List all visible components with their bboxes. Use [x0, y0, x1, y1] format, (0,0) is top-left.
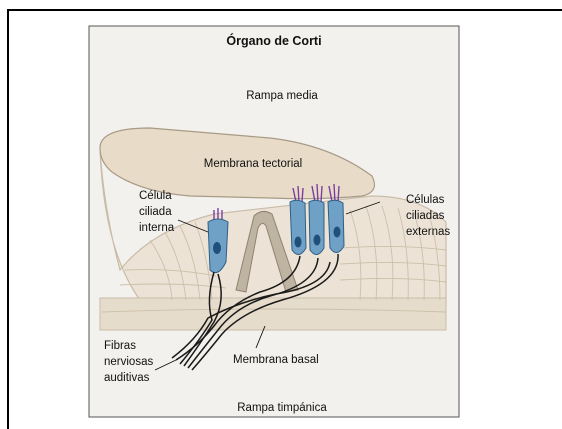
label-celula-ciliada-interna-2: ciliada	[139, 206, 172, 218]
label-fibras-nerviosas-3: auditivas	[104, 372, 150, 384]
inner-hair-cell	[208, 219, 228, 273]
label-fibras-nerviosas-2: nerviosas	[104, 356, 153, 368]
label-fibras-nerviosas-1: Fibras	[104, 340, 136, 352]
label-membrana-tectorial: Membrana tectorial	[204, 158, 302, 170]
label-rampa-timpanica: Rampa timpánica	[237, 402, 327, 414]
label-celulas-ciliadas-externas-1: Células	[406, 194, 445, 206]
label-celulas-ciliadas-externas-2: ciliadas	[406, 210, 445, 222]
label-celula-ciliada-interna-1: Célula	[139, 190, 172, 202]
outer-hair-cells	[290, 200, 344, 254]
label-rampa-media: Rampa media	[246, 90, 318, 102]
label-celula-ciliada-interna-3: interna	[139, 222, 175, 234]
diagram-title: Órgano de Corti	[226, 33, 321, 48]
label-celulas-ciliadas-externas-3: externas	[406, 226, 450, 238]
label-membrana-basal: Membrana basal	[233, 354, 319, 366]
